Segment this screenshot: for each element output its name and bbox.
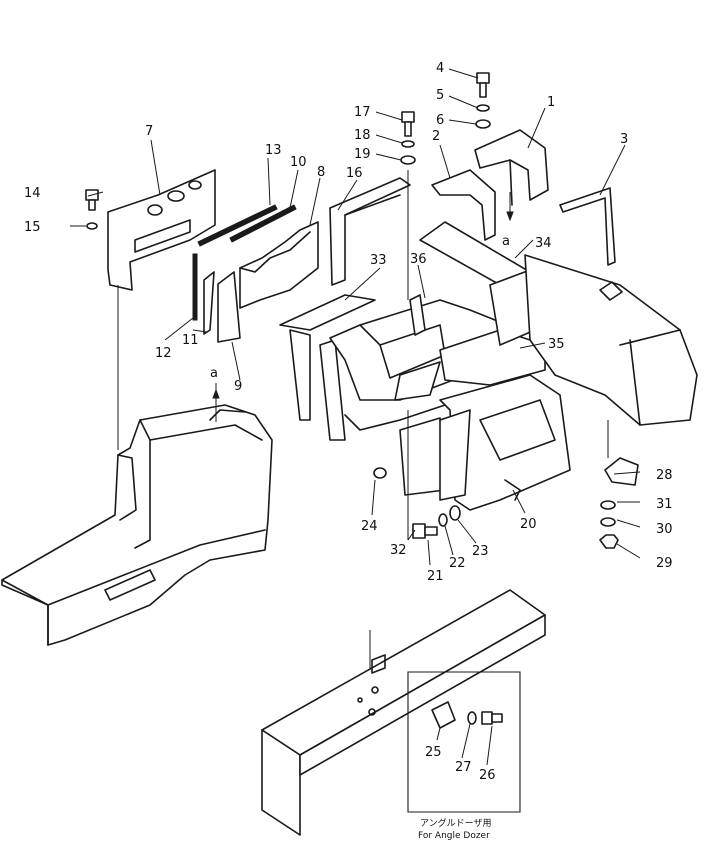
part-26-bolt	[481, 711, 503, 725]
right-hood-assembly	[399, 254, 698, 511]
callout-3: 3	[620, 132, 628, 147]
callout-12: 12	[155, 346, 172, 361]
callout-1: 1	[547, 95, 555, 110]
callout-26: 26	[479, 768, 496, 783]
callout-32: 32	[390, 543, 407, 558]
part-12-strip	[192, 253, 198, 321]
arrow-a-left	[212, 388, 220, 399]
reference-mark-a-top: a	[502, 234, 510, 249]
callout-15: 15	[24, 220, 41, 235]
part-7-bracket	[107, 169, 216, 291]
part-9-panel	[217, 271, 241, 343]
callout-35: 35	[548, 337, 565, 352]
callout-24: 24	[361, 519, 378, 534]
part-29-nut	[599, 534, 619, 549]
callout-29: 29	[656, 556, 673, 571]
part-13-strip	[197, 204, 278, 247]
callout-14: 14	[24, 186, 41, 201]
callout-18: 18	[354, 128, 371, 143]
callout-21: 21	[427, 569, 444, 584]
center-assembly	[279, 269, 546, 441]
callout-6: 6	[436, 113, 444, 128]
lower-frame	[261, 589, 546, 836]
callout-16: 16	[346, 166, 363, 181]
callout-5: 5	[436, 88, 444, 103]
part-30-washer	[600, 517, 616, 527]
part-25-plate	[431, 701, 456, 729]
callout-27: 27	[455, 760, 472, 775]
callout-4: 4	[436, 61, 444, 76]
part-1-bracket	[474, 129, 549, 201]
part-22-washer	[438, 513, 448, 527]
part-2-bracket	[431, 169, 496, 241]
callout-11: 11	[182, 333, 199, 348]
callout-36: 36	[410, 252, 427, 267]
left-frame-and-tank	[1, 404, 273, 646]
part-14-bolt	[85, 189, 99, 211]
inset-caption-en: For Angle Dozer	[418, 831, 490, 841]
reference-mark-a-left: a	[210, 366, 218, 381]
callout-10: 10	[290, 155, 307, 170]
part-18-washer	[401, 140, 415, 148]
callout-31: 31	[656, 497, 673, 512]
callout-17: 17	[354, 105, 371, 120]
arrow-a-top	[506, 211, 514, 222]
part-3-handle	[559, 187, 616, 266]
part-4-bolt	[476, 72, 490, 98]
inset-caption-jp: アングルドーザ用	[420, 817, 491, 829]
leader-lines	[70, 68, 641, 766]
callout-9: 9	[234, 379, 242, 394]
part-31-washer	[600, 500, 616, 510]
part-15-washer	[86, 222, 98, 230]
inset-box	[407, 671, 521, 813]
part-28-cap	[604, 457, 639, 486]
part-16-frame	[329, 177, 411, 286]
callout-20: 20	[520, 517, 537, 532]
part-19-washer	[400, 155, 416, 165]
callout-19: 19	[354, 147, 371, 162]
callout-25: 25	[425, 745, 442, 760]
callout-34: 34	[535, 236, 552, 251]
callout-23: 23	[472, 544, 489, 559]
part-17-bolt	[401, 111, 415, 137]
part-27-washer	[467, 711, 477, 725]
callout-7: 7	[145, 124, 153, 139]
callout-labels: 1 2 3 4 5 6 7 8 9 10 11 12 13 14 15 16 1…	[24, 61, 673, 841]
part-6-washer	[475, 119, 491, 129]
callout-33: 33	[370, 253, 387, 268]
part-8-panel	[239, 221, 319, 309]
part-24-plug	[373, 467, 387, 479]
part-21-bolt	[412, 523, 438, 539]
callout-2: 2	[432, 129, 440, 144]
part-5-washer	[476, 104, 490, 112]
callout-8: 8	[317, 165, 325, 180]
part-23-washer	[449, 505, 461, 521]
callout-28: 28	[656, 468, 673, 483]
callout-13: 13	[265, 143, 282, 158]
callout-30: 30	[656, 522, 673, 537]
part-11-strip	[203, 271, 215, 335]
callout-22: 22	[449, 556, 466, 571]
part-10-strip	[229, 204, 297, 243]
